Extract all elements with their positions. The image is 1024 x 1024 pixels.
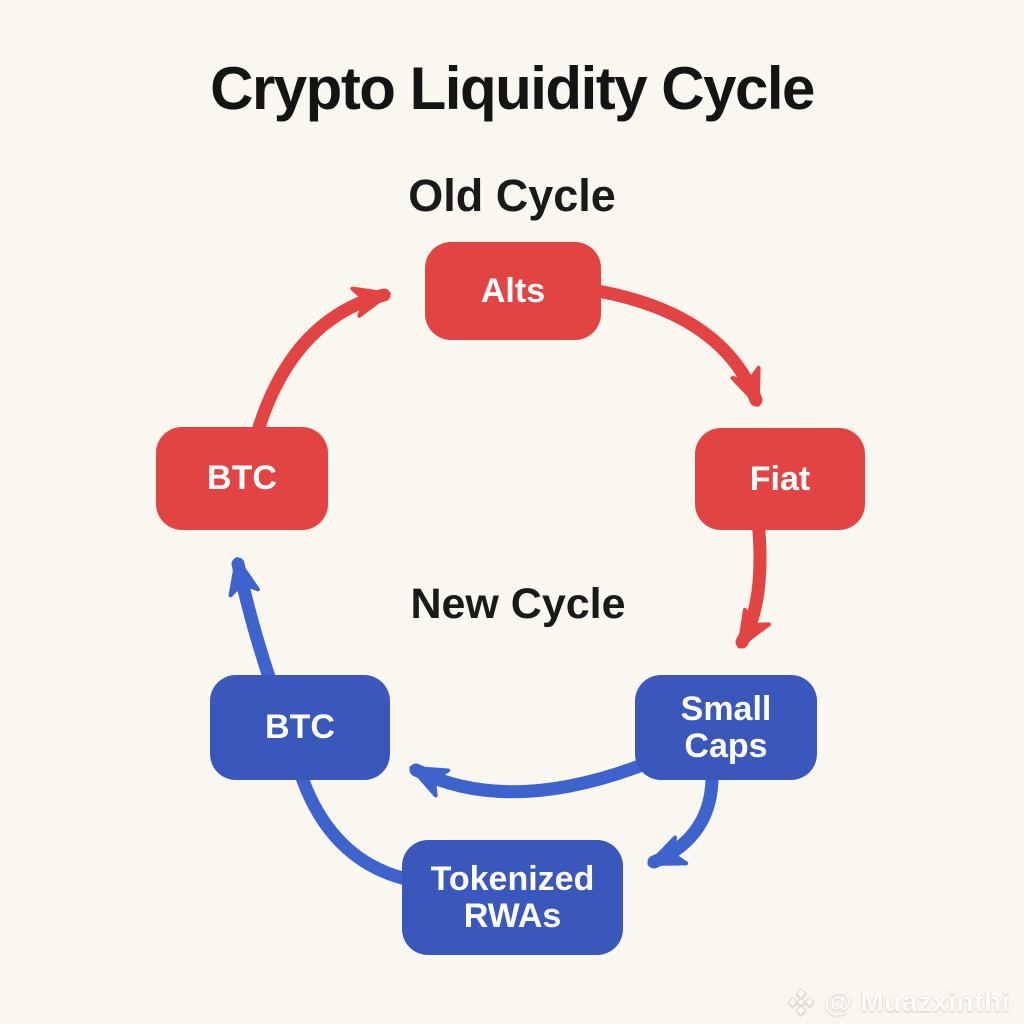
watermark: @ Muazxinthi — [786, 986, 1010, 1018]
node-tokenized-rwas: Tokenized RWAs — [402, 840, 623, 955]
node-btc-new-cycle: BTC — [210, 675, 390, 780]
node-btc-old-cycle: BTC — [156, 427, 328, 530]
diamond-logo-icon — [788, 988, 815, 1016]
arrow-btc-new-to-btc-old — [228, 557, 281, 699]
node-fiat: Fiat — [695, 428, 865, 530]
watermark-handle: @ Muazxinthi — [824, 986, 1010, 1017]
arrow-alts-to-fiat — [585, 283, 763, 407]
node-alts: Alts — [425, 242, 601, 340]
connector-btc-new-to-rwas — [293, 765, 417, 887]
node-small-caps: Small Caps — [635, 675, 817, 780]
arrow-btc-to-alts — [246, 286, 391, 455]
new-cycle-label: New Cycle — [410, 580, 626, 628]
arrow-small-caps-to-btc-new — [409, 753, 662, 799]
arrow-small-caps-to-rwas — [647, 765, 719, 869]
old-cycle-label: Old Cycle — [408, 170, 616, 221]
arrow-fiat-to-small-caps — [735, 513, 771, 649]
page-title: Crypto Liquidity Cycle — [210, 55, 815, 122]
